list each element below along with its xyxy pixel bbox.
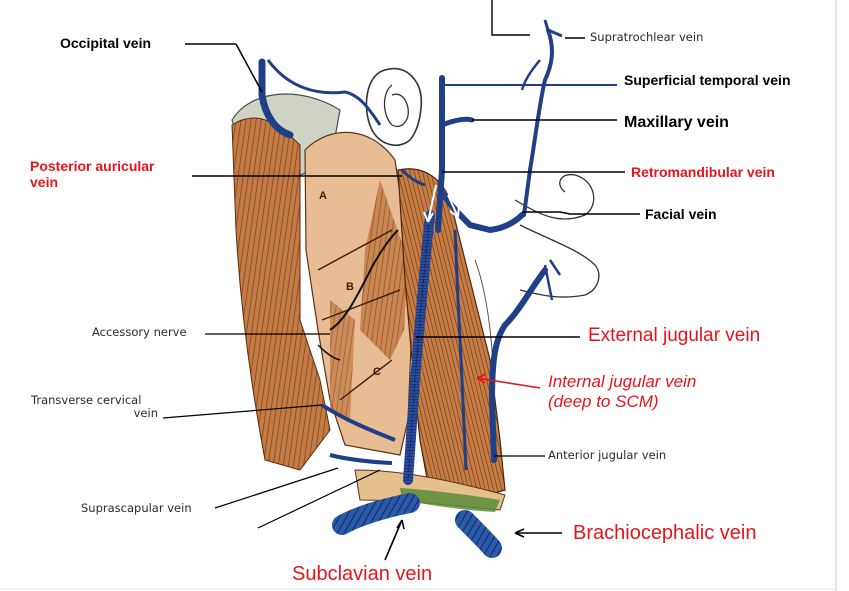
jaw-outline bbox=[514, 173, 595, 220]
label-maxillary-vein: Maxillary vein bbox=[624, 114, 729, 131]
ear bbox=[365, 67, 422, 146]
anterior-jugular-vein-shape bbox=[488, 267, 548, 463]
facial-minor-branch bbox=[520, 59, 541, 91]
occipital-vein bbox=[258, 58, 294, 139]
label-transverse-cervical-line2: vein bbox=[133, 406, 158, 421]
external-jugular-vein-texture bbox=[407, 214, 431, 481]
ear-inner bbox=[383, 84, 409, 128]
label-posterior-auricular-line1: Posterior auricular bbox=[30, 158, 155, 174]
clavicle-green-region bbox=[400, 488, 500, 512]
triangle-divider-1 bbox=[317, 229, 393, 271]
triangle-divider-2 bbox=[321, 289, 401, 321]
maxillary-vein bbox=[439, 116, 475, 128]
leader-top bbox=[491, 0, 530, 36]
label-facial-vein: Facial vein bbox=[645, 206, 717, 222]
leader-occipital bbox=[235, 43, 263, 93]
label-anterior-jugular-vein: Anterior jugular vein bbox=[548, 448, 667, 462]
label-transverse-cervical-vein: Transverse cervical vein bbox=[31, 393, 160, 421]
label-supratrochlear-vein: Supratrochlear vein bbox=[590, 30, 704, 44]
leader-facial bbox=[522, 211, 640, 215]
supratrochlear-branch bbox=[543, 19, 563, 38]
occipital-branch bbox=[266, 59, 382, 126]
label-internal-jugular-line1: Internal jugular vein bbox=[548, 372, 697, 391]
brachiocephalic-vein-shape bbox=[455, 510, 502, 558]
label-retromandibular-vein: Retromandibular vein bbox=[631, 164, 775, 180]
internal-jugular-vein-shape bbox=[453, 229, 468, 471]
label-posterior-auricular-vein: Posterior auricular vein bbox=[30, 158, 155, 190]
posterior-auricular-vein-shape bbox=[400, 168, 426, 187]
label-occipital-vein: Occipital vein bbox=[60, 35, 152, 51]
label-brachiocephalic-vein: Brachiocephalic vein bbox=[573, 522, 757, 544]
flow-arrow-1 bbox=[427, 184, 437, 223]
label-accessory-nerve: Accessory nerve bbox=[92, 325, 187, 339]
suprascapular-vein-shape bbox=[329, 453, 393, 465]
label-subclavian-vein: Subclavian vein bbox=[292, 563, 433, 585]
scalene-muscle bbox=[330, 300, 355, 420]
leader-suprascapular bbox=[214, 467, 339, 509]
facial-vein-upper bbox=[522, 28, 554, 217]
label-suprascapular-vein: Suprascapular vein bbox=[81, 501, 192, 515]
superficial-temporal-vein bbox=[435, 75, 445, 233]
leader-subclavian bbox=[384, 519, 403, 561]
leader-internal-jugular bbox=[476, 377, 541, 389]
label-internal-jugular-line2: (deep to SCM) bbox=[548, 391, 659, 411]
label-superficial-temporal-vein: Superficial temporal vein bbox=[624, 72, 791, 88]
anterior-jugular-branches bbox=[543, 259, 562, 301]
leader-transverse-cervical bbox=[162, 404, 323, 419]
facial-vein-junction bbox=[437, 187, 525, 234]
leader-unlabeled bbox=[257, 469, 381, 529]
nerve-twig bbox=[317, 344, 341, 361]
transverse-cervical-vein-shape bbox=[320, 403, 396, 442]
label-transverse-cervical-line1: Transverse cervical bbox=[31, 393, 142, 407]
label-internal-jugular-vein: Internal jugular vein (deep to SCM) bbox=[548, 372, 696, 411]
label-posterior-auricular-line2: vein bbox=[30, 174, 59, 191]
subclavian-vein-shape bbox=[332, 493, 420, 535]
triangle-divider-3 bbox=[339, 359, 393, 401]
label-region-a: A bbox=[319, 190, 327, 202]
deep-neck-muscle bbox=[360, 180, 408, 360]
flow-arrow-2 bbox=[447, 194, 459, 218]
accessory-nerve-shape bbox=[329, 229, 399, 331]
label-region-c: C bbox=[373, 366, 381, 378]
trapezius-muscle bbox=[231, 117, 331, 471]
label-region-b: B bbox=[346, 281, 354, 293]
label-external-jugular-vein: External jugular vein bbox=[588, 325, 761, 346]
